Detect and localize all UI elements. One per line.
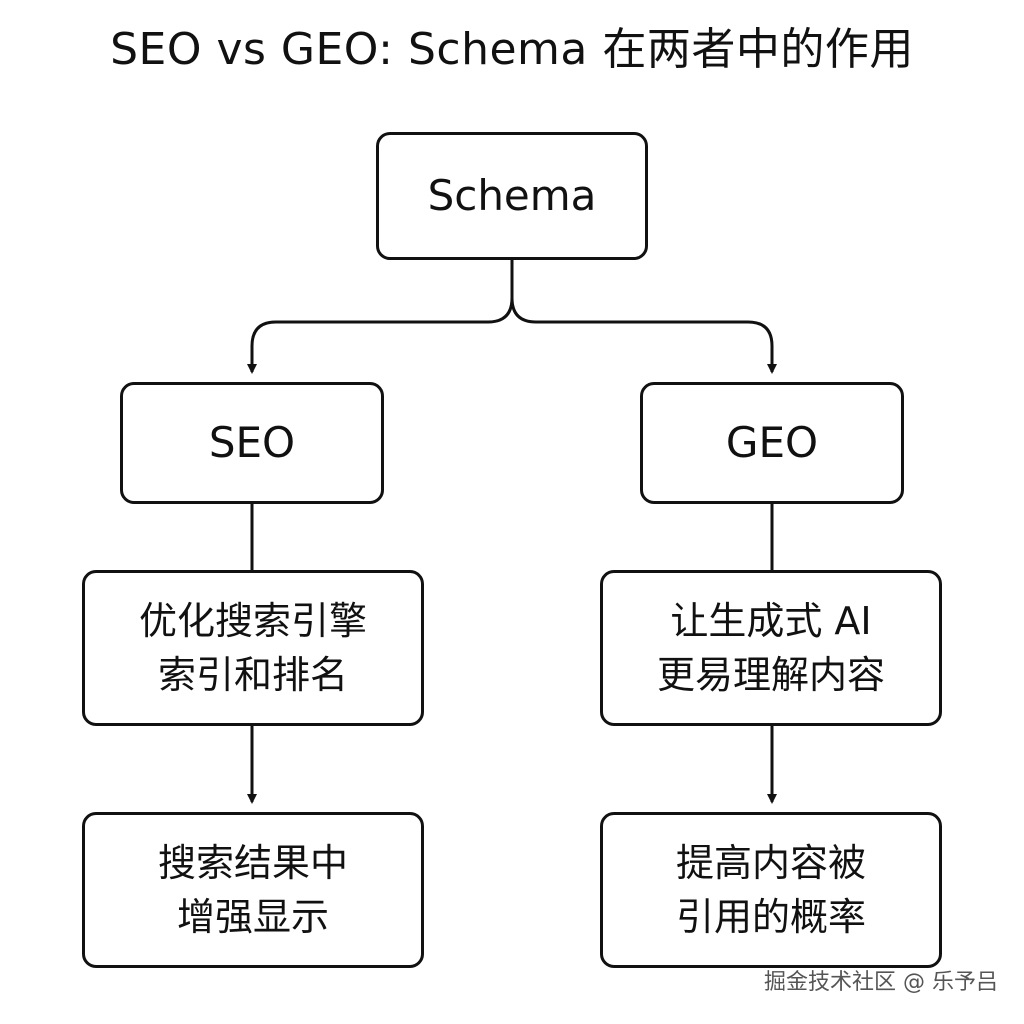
node-schema: Schema	[376, 132, 648, 260]
node-geo: GEO	[640, 382, 904, 504]
node-geo-label: GEO	[725, 418, 819, 467]
node-seo: SEO	[120, 382, 384, 504]
node-schema-label: Schema	[427, 171, 597, 220]
node-seo-detail-label: 优化搜索引擎 索引和排名	[138, 599, 367, 697]
node-seo-label: SEO	[208, 418, 296, 467]
node-seo-detail: 优化搜索引擎 索引和排名	[82, 570, 424, 726]
diagram-title: SEO vs GEO: Schema 在两者中的作用	[110, 24, 914, 75]
watermark: 掘金技术社区 @ 乐予吕	[764, 970, 998, 995]
node-geo-detail-label: 让生成式 AI 更易理解内容	[656, 599, 885, 697]
node-geo-result-label: 提高内容被 引用的概率	[675, 841, 866, 939]
node-geo-detail: 让生成式 AI 更易理解内容	[600, 570, 942, 726]
node-seo-result-label: 搜索结果中 增强显示	[157, 841, 348, 939]
node-seo-result: 搜索结果中 增强显示	[82, 812, 424, 968]
arrow-schema-to-seo	[247, 297, 514, 374]
node-geo-result: 提高内容被 引用的概率	[600, 812, 942, 968]
arrow-schema-to-geo	[510, 297, 777, 374]
